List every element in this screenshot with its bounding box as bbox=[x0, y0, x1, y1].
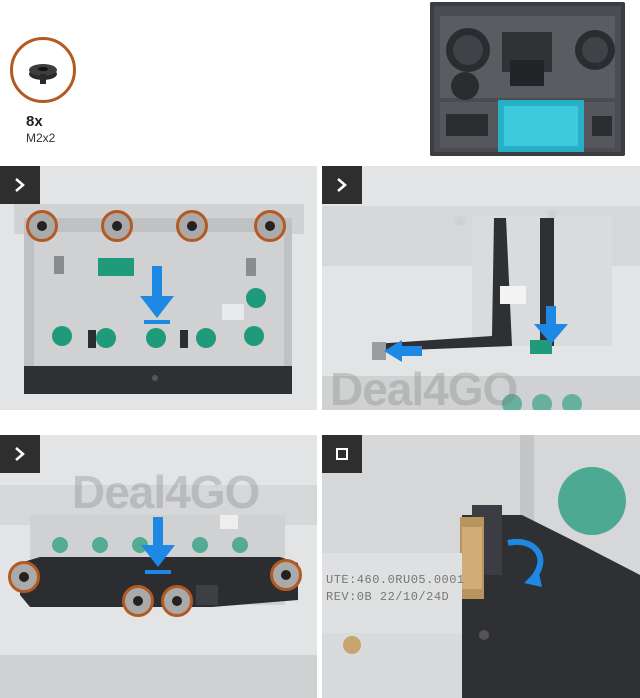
chevron-right-icon bbox=[13, 177, 27, 193]
watermark: Deal4GO bbox=[72, 465, 259, 519]
screw-icon bbox=[10, 37, 76, 103]
down-arrow-icon bbox=[141, 517, 175, 577]
step-4-panel: UTE:460.0RU05.0001 REV:0B 22/10/24D bbox=[322, 435, 640, 698]
part-label-line-1: UTE:460.0RU05.0001 bbox=[326, 573, 465, 587]
screw-1 bbox=[26, 210, 58, 242]
step-4-badge bbox=[322, 435, 362, 473]
screw-2 bbox=[101, 210, 133, 242]
step-3-badge bbox=[0, 435, 40, 473]
part-label-line-2: REV:0B 22/10/24D bbox=[326, 590, 449, 604]
chevron-right-icon bbox=[335, 177, 349, 193]
square-icon bbox=[335, 447, 349, 461]
down-arrow-icon bbox=[534, 306, 568, 348]
screw-4 bbox=[254, 210, 286, 242]
screw-7 bbox=[161, 585, 193, 617]
screw-size: M2x2 bbox=[26, 131, 55, 145]
laptop-overview-image bbox=[430, 2, 625, 156]
chevron-right-icon bbox=[13, 446, 27, 462]
screw-3 bbox=[176, 210, 208, 242]
step-2-panel: Deal4GO bbox=[322, 166, 640, 410]
step-1-panel bbox=[0, 166, 317, 410]
rotate-arrow-icon bbox=[494, 531, 554, 591]
step-1-badge bbox=[0, 166, 40, 204]
screw-count: 8x bbox=[26, 113, 43, 130]
step-2-badge bbox=[322, 166, 362, 204]
watermark: Deal4GO bbox=[330, 362, 517, 410]
screw-callout: 8x M2x2 bbox=[0, 0, 160, 160]
down-arrow-icon bbox=[140, 266, 174, 326]
left-arrow-icon bbox=[384, 340, 422, 362]
screw-6 bbox=[122, 585, 154, 617]
screw-5 bbox=[8, 561, 40, 593]
step-3-panel: Deal4GO bbox=[0, 435, 317, 698]
screw-8 bbox=[270, 559, 302, 591]
